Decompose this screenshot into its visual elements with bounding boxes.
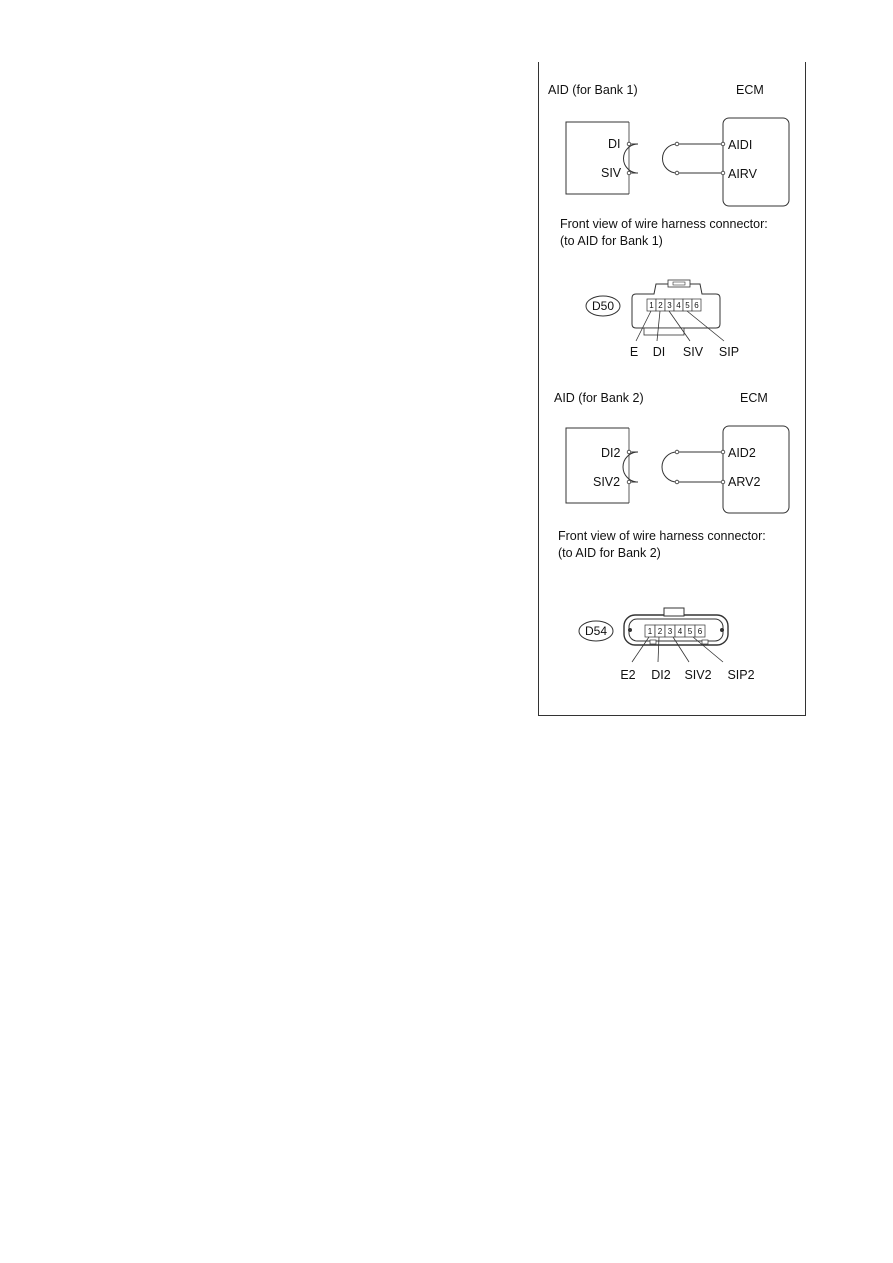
bank2-leader-di2 [657, 636, 660, 663]
bank1-pin-6-number: 6 [694, 301, 699, 310]
bank1-pin-label-di: DI [653, 345, 666, 359]
bank2-pin-5-number: 5 [688, 627, 693, 636]
bank2-aid-loop-wire [622, 451, 639, 483]
bank2-pin-4-number: 4 [678, 627, 683, 636]
bank2-pin-2-number: 2 [658, 627, 663, 636]
bank1-ecm-terminal-aidi: AIDI [728, 138, 752, 152]
bank1-aid-title: AID (for Bank 1) [548, 83, 638, 97]
bank1-pin-label-siv: SIV [683, 345, 704, 359]
bank2-aid-box [565, 427, 629, 504]
bank1-aid-box [565, 121, 629, 195]
bank1-pin-row: 1 2 3 4 5 6 [646, 298, 702, 312]
bank1-leader-sip [686, 310, 725, 342]
bank1-pin-label-sip: SIP [719, 345, 739, 359]
bank1-ecm-terminal-airv: AIRV [728, 167, 758, 181]
bank1-aid-loop-wire [623, 143, 639, 174]
bank1-pin-label-e: E [630, 345, 638, 359]
bank2-aid-terminal-di2: DI2 [601, 446, 621, 460]
bank2-ecm-terminal-arv2: ARV2 [728, 475, 760, 489]
bank1-connector-latch [667, 279, 691, 288]
bank2-aid-title: AID (for Bank 2) [554, 391, 644, 405]
bank1-ecm-box [722, 117, 790, 207]
bank1-section: AID (for Bank 1) ECM DI SIV AIDI AIRV Fr… [548, 83, 790, 359]
wiring-diagram: AID (for Bank 1) ECM DI SIV AIDI AIRV Fr… [538, 62, 806, 716]
bank2-caption-line1: Front view of wire harness connector: [558, 529, 766, 543]
bank1-pin-1-number: 1 [649, 301, 654, 310]
bank2-connector-id: D54 [585, 624, 607, 638]
bank2-leader-e2 [631, 636, 650, 663]
bank2-caption-line2: (to AID for Bank 2) [558, 546, 661, 560]
bank2-connector-d54: D54 1 2 3 4 5 6 [578, 607, 755, 682]
bank2-pin-6-number: 6 [698, 627, 703, 636]
bank2-pin-label-e2: E2 [620, 668, 635, 682]
bank2-section: AID (for Bank 2) ECM DI2 SIV2 AID2 ARV2 … [554, 391, 790, 682]
bank1-connector-id-badge [585, 295, 621, 317]
bank2-aid-terminal-siv2: SIV2 [593, 475, 620, 489]
bank1-connector-id: D50 [592, 299, 614, 313]
bank1-aid-terminal-di: DI [608, 137, 621, 151]
bank2-pin-row: 1 2 3 4 5 6 [644, 624, 706, 638]
bank2-ecm-title: ECM [740, 391, 768, 405]
bank1-caption-line2: (to AID for Bank 1) [560, 234, 663, 248]
bank2-pin-label-sip2: SIP2 [727, 668, 754, 682]
bank2-leader-sip2 [692, 636, 724, 663]
bank2-connector-id-badge [578, 620, 614, 642]
bank2-ecm-box [722, 425, 790, 514]
wiring-diagram-panel: AID (for Bank 1) ECM DI SIV AIDI AIRV Fr… [538, 62, 806, 716]
bank2-pin-6 [694, 624, 706, 638]
bank1-ecm-title: ECM [736, 83, 764, 97]
bank2-leader-siv2 [672, 636, 690, 663]
bank1-caption-line1: Front view of wire harness connector: [560, 217, 768, 231]
bank2-pin-3-number: 3 [668, 627, 673, 636]
bank1-ecm-loop-wire [662, 143, 723, 174]
bank2-pin-label-siv2: SIV2 [684, 668, 711, 682]
bank1-leader-e [635, 310, 652, 342]
bank1-leader-di [656, 310, 661, 342]
bank1-pin-3-number: 3 [667, 301, 672, 310]
bank2-ecm-terminal-aid2: AID2 [728, 446, 756, 460]
bank1-pin-2-number: 2 [658, 301, 663, 310]
bank1-connector-d50: D50 1 2 3 4 5 6 E [585, 279, 739, 359]
bank1-leader-siv [668, 310, 691, 342]
bank1-pin-6 [691, 298, 702, 312]
bank1-pin-5-number: 5 [685, 301, 690, 310]
bank2-connector-latch [663, 607, 685, 617]
bank2-ecm-loop-wire [661, 451, 723, 483]
bank2-pin-label-di2: DI2 [651, 668, 671, 682]
bank2-pin-1-number: 1 [648, 627, 653, 636]
bank1-pin-4-number: 4 [676, 301, 681, 310]
bank1-aid-terminal-siv: SIV [601, 166, 622, 180]
